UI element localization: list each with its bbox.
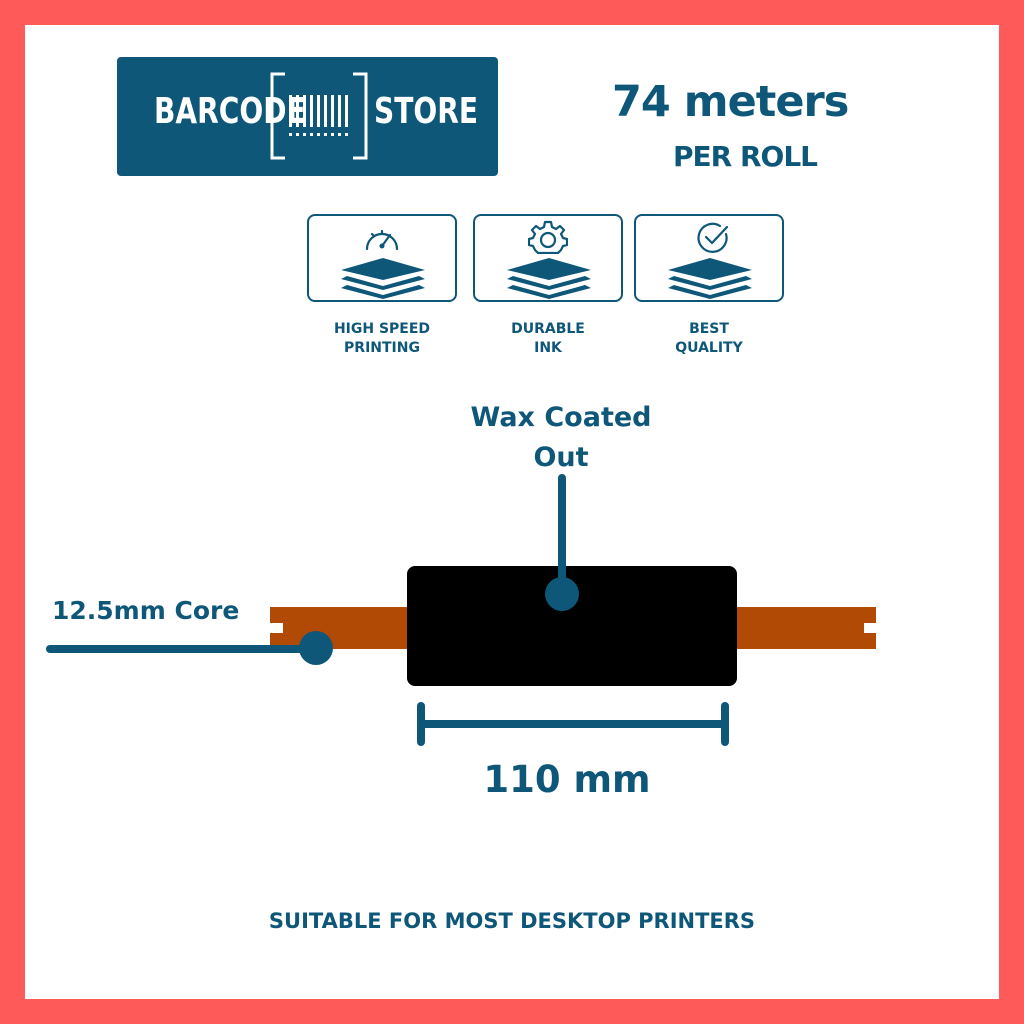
compatibility-note: SUITABLE FOR MOST DESKTOP PRINTERS [268, 909, 756, 933]
content-panel [25, 25, 999, 999]
feature-line: PRINTING [344, 340, 420, 356]
core-callout-dot [299, 631, 333, 665]
feature-line: INK [534, 340, 562, 356]
ribbon-roll [407, 566, 737, 686]
coating-callout-dot [545, 577, 579, 611]
speedometer-icon [365, 229, 399, 251]
barcode-icon [270, 72, 368, 160]
feature-line: QUALITY [675, 340, 743, 356]
layers-icon [341, 258, 425, 299]
coating-line: Wax Coated [470, 402, 652, 433]
width-label: 110 mm [483, 758, 651, 801]
per-roll-label: PER ROLL [673, 140, 818, 173]
feature-card-durable-ink [473, 214, 623, 302]
ribbon-diagram [46, 474, 876, 746]
checkmark-icon [697, 222, 729, 253]
coating-label: Wax Coated Out [440, 398, 682, 478]
feature-label-durable-ink: DURABLE INK [473, 320, 623, 358]
feature-card-best-quality [634, 214, 784, 302]
gear-icon [528, 220, 568, 254]
barcode-store-logo: BARCODE STORE [117, 57, 498, 176]
feature-label-best-quality: BEST QUALITY [634, 320, 784, 358]
feature-line: BEST [689, 321, 729, 337]
feature-card-high-speed [307, 214, 457, 302]
core-label: 12.5mm Core [52, 596, 240, 625]
feature-line: HIGH SPEED [333, 321, 431, 337]
roll-length: 74 meters [612, 77, 849, 127]
logo-word-left: BARCODE [154, 91, 306, 132]
layers-icon [507, 258, 591, 299]
layers-icon [668, 258, 752, 299]
logo-word-right: STORE [374, 91, 479, 132]
coating-line: Out [533, 442, 589, 473]
feature-line: DURABLE [511, 321, 585, 337]
feature-label-high-speed: HIGH SPEED PRINTING [307, 320, 457, 358]
